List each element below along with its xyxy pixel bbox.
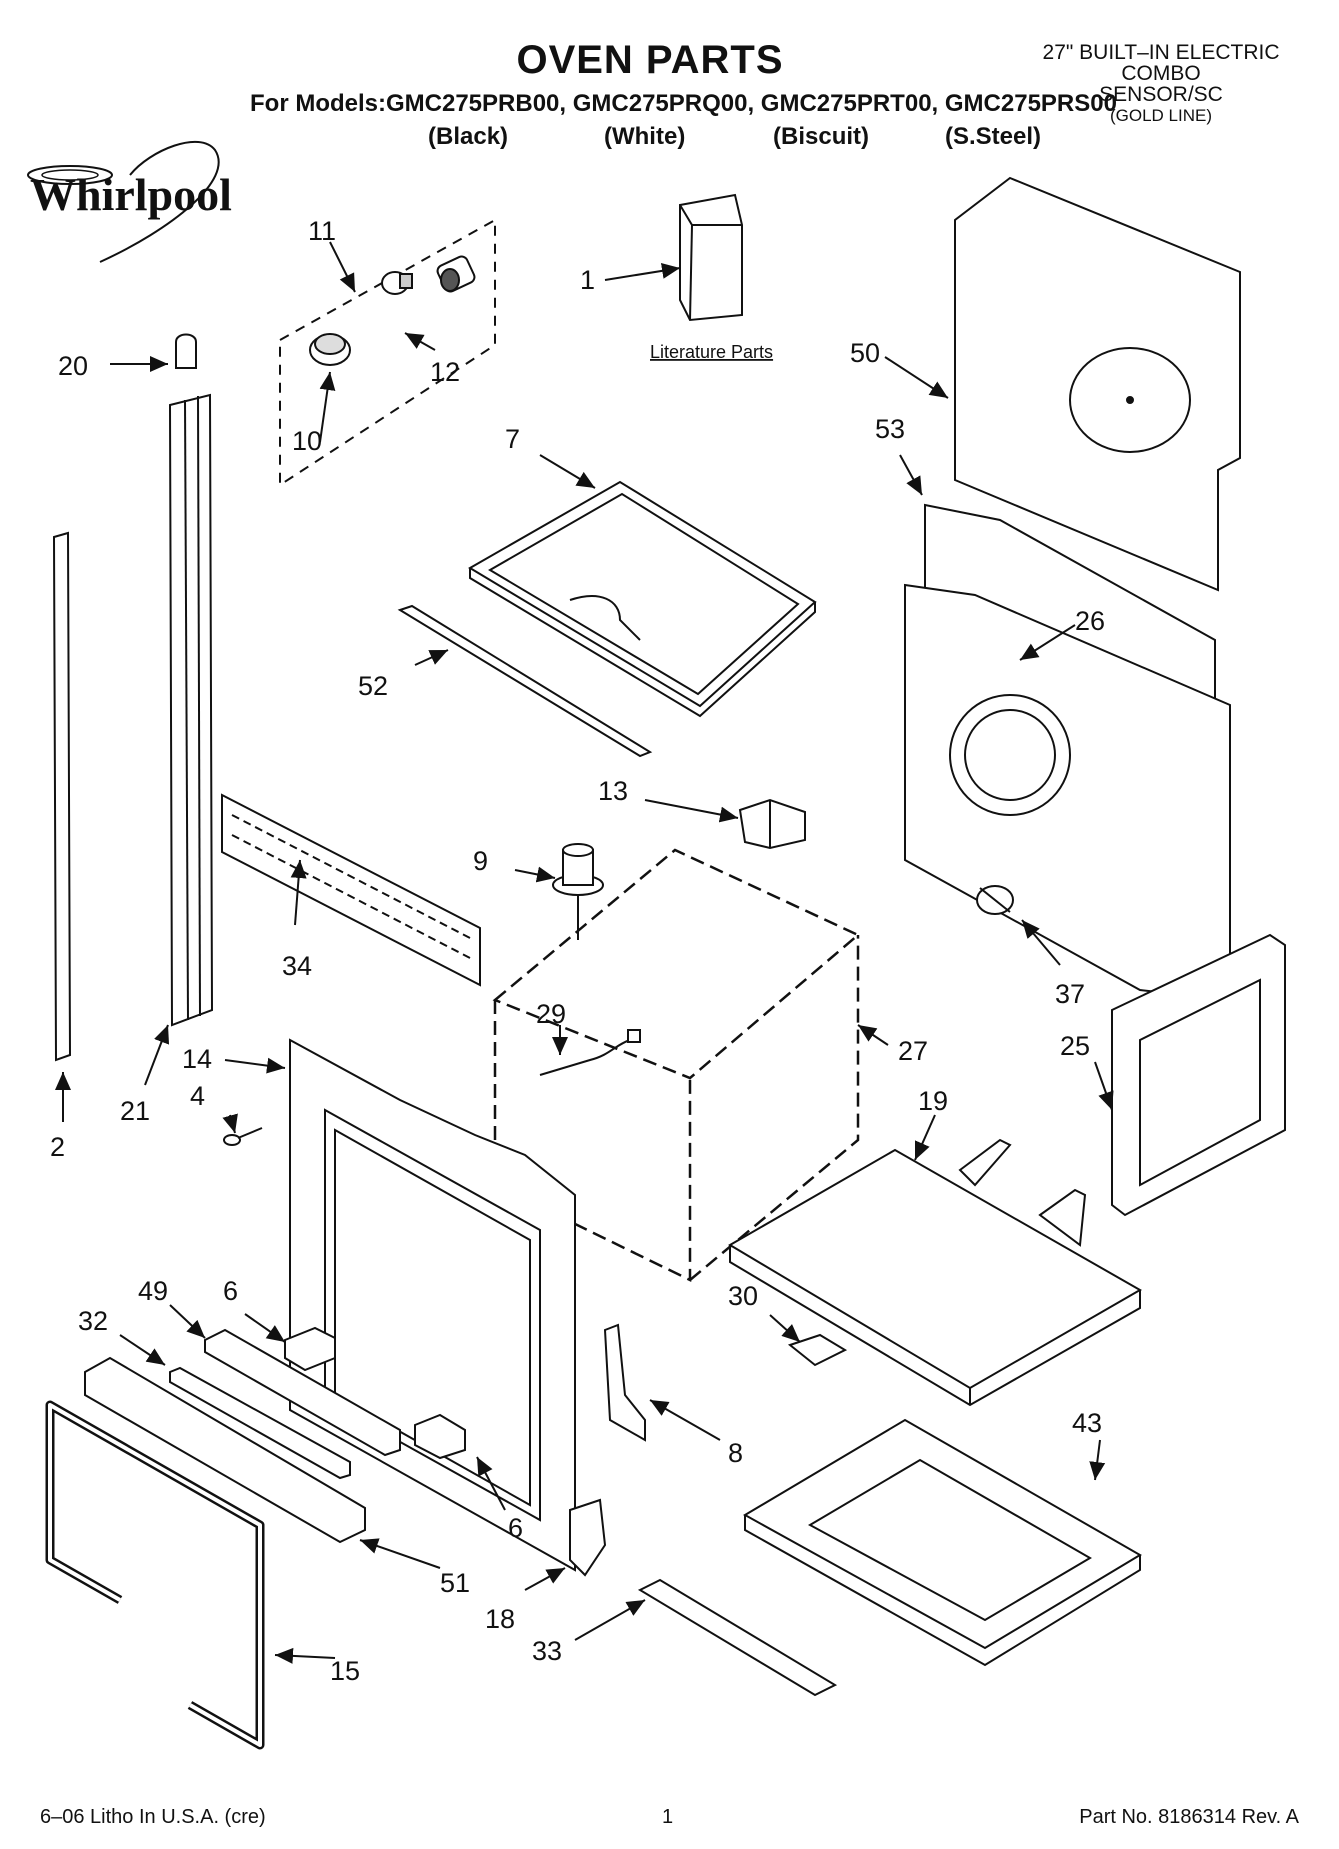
literature-parts-label: Literature Parts (650, 342, 773, 362)
color-black: (Black) (428, 123, 509, 150)
models-line: For Models:GMC275PRB00, GMC275PRQ00, GMC… (250, 90, 1117, 117)
product-type-line-2: COMBO (1121, 62, 1201, 85)
part-12-bulb (381, 271, 413, 295)
page-title: OVEN PARTS (516, 38, 784, 82)
part-7-glass-frame (468, 480, 817, 718)
part-50-back-panel (954, 176, 1241, 592)
part-4-screw (223, 1127, 263, 1146)
callout-8: 8 (728, 1438, 743, 1468)
footer-part-number: Part No. 8186314 Rev. A (1079, 1806, 1299, 1828)
callout-53: 53 (875, 414, 905, 444)
part-21-side-trim (168, 393, 214, 1027)
callout-14: 14 (182, 1044, 212, 1074)
callout-34: 34 (282, 951, 312, 981)
part-6-block-upper (284, 1326, 336, 1372)
callout-49: 49 (138, 1276, 168, 1306)
callout-21: 21 (120, 1096, 150, 1126)
part-8-hinge-bracket (603, 1323, 646, 1442)
callout-leaders (55, 241, 1114, 1664)
callout-6-lower: 6 (508, 1513, 523, 1543)
part-34-vent-grille (221, 793, 481, 987)
part-9-sensor (552, 843, 604, 940)
part-25-side-panel (1111, 933, 1286, 1217)
callout-26: 26 (1075, 606, 1105, 636)
part-32-vent-strip (169, 1366, 351, 1480)
part-6-block-lower (414, 1413, 466, 1460)
callout-7: 7 (505, 424, 520, 454)
part-29-probe (539, 1029, 641, 1076)
callout-6-upper: 6 (223, 1276, 238, 1306)
callout-27: 27 (898, 1036, 928, 1066)
callout-4: 4 (190, 1081, 205, 1111)
callout-2: 2 (50, 1132, 65, 1162)
callout-33: 33 (532, 1636, 562, 1666)
callout-25: 25 (1060, 1031, 1090, 1061)
part-19-bottom-tray (728, 1138, 1143, 1407)
footer-litho: 6–06 Litho In U.S.A. (cre) (40, 1806, 266, 1828)
part-13-bracket (738, 798, 806, 850)
part-2-trim-rod (52, 531, 72, 1062)
part-37-thermostat (976, 885, 1014, 915)
product-type-line-4: (GOLD LINE) (1109, 106, 1213, 125)
color-white: (White) (604, 123, 686, 150)
callout-15: 15 (330, 1656, 360, 1686)
product-type: 27" BUILT–IN ELECTRIC COMBO SENSOR/SC (G… (1011, 42, 1311, 126)
footer-page-number: 1 (662, 1806, 674, 1828)
callout-11: 11 (308, 216, 336, 246)
callout-12: 12 (430, 357, 460, 387)
callout-43: 43 (1072, 1408, 1102, 1438)
callout-10: 10 (292, 426, 322, 456)
part-18-bracket (569, 1498, 607, 1577)
color-steel: (S.Steel) (945, 123, 1042, 150)
callout-9: 9 (473, 846, 488, 876)
part-11-switch (436, 255, 476, 293)
part-43-base-pan (742, 1418, 1142, 1667)
color-biscuit: (Biscuit) (773, 123, 869, 150)
whirlpool-logo: Whirlpool (27, 140, 232, 263)
part-10-knob (309, 333, 351, 366)
callout-18: 18 (485, 1604, 515, 1634)
part-30-clip (787, 1333, 848, 1367)
callout-13: 13 (598, 776, 628, 806)
part-group-10-11-12 (279, 218, 496, 487)
part-33-trim-strip (637, 1578, 838, 1697)
part-52-seal-strip (397, 604, 653, 758)
callout-51: 51 (440, 1568, 470, 1598)
callout-30: 30 (728, 1281, 758, 1311)
part-27-oven-cavity (492, 848, 861, 1282)
callout-29: 29 (536, 999, 566, 1029)
callout-32: 32 (78, 1306, 108, 1336)
part-1-literature (679, 193, 743, 322)
callout-1: 1 (580, 265, 595, 295)
part-49-spacer (204, 1328, 401, 1457)
callout-37: 37 (1055, 979, 1085, 1009)
callout-50: 50 (850, 338, 880, 368)
callout-20: 20 (58, 351, 88, 381)
product-type-line-3: SENSOR/SC (1099, 83, 1223, 106)
product-type-line-1: 27" BUILT–IN ELECTRIC (1042, 41, 1280, 64)
logo-wordmark: Whirlpool (30, 169, 232, 220)
callout-52: 52 (358, 671, 388, 701)
callout-19: 19 (918, 1086, 948, 1116)
part-20-end-cap (175, 333, 197, 369)
part-51-door-vent (84, 1356, 366, 1544)
